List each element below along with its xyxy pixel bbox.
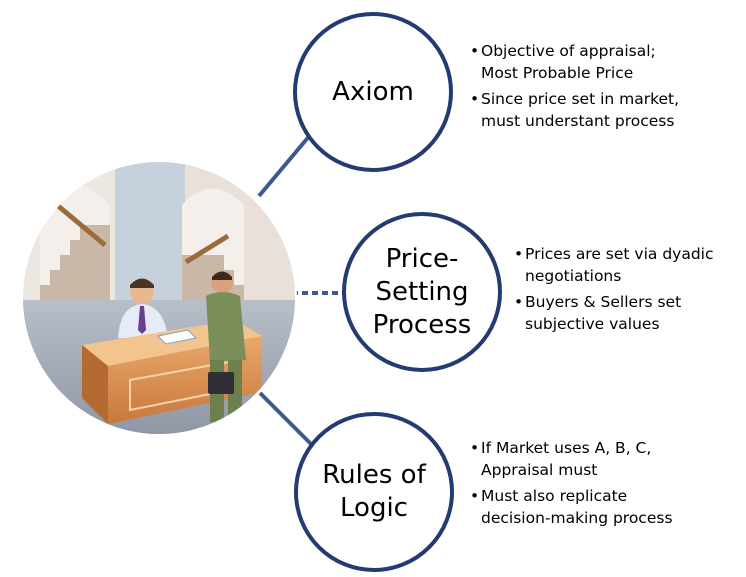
connector-axiom xyxy=(257,132,313,198)
illustration-frame xyxy=(21,160,297,436)
price-setting-process-circle: Price- Setting Process xyxy=(342,212,502,372)
rules-of-logic-bullets: If Market uses A, B, C, Appraisal must M… xyxy=(470,437,740,533)
rules-of-logic-circle: Rules of Logic xyxy=(294,412,454,572)
axiom-circle: Axiom xyxy=(293,12,453,172)
rules-of-logic-bullet-1: If Market uses A, B, C, Appraisal must xyxy=(470,437,740,481)
price-setting-process-label: Price- Setting Process xyxy=(372,243,472,340)
axiom-bullet-1: Objective of appraisal; Most Probable Pr… xyxy=(470,40,720,84)
price-setting-process-bullets: Prices are set via dyadic negotiations B… xyxy=(514,243,739,339)
connector-rules-of-logic xyxy=(258,391,315,448)
price-setting-process-bullet-2: Buyers & Sellers set subjective values xyxy=(514,291,739,335)
business-meeting-illustration xyxy=(22,161,296,435)
price-setting-process-bullet-1: Prices are set via dyadic negotiations xyxy=(514,243,739,287)
axiom-bullets: Objective of appraisal; Most Probable Pr… xyxy=(470,40,720,136)
axiom-label: Axiom xyxy=(332,76,414,107)
rules-of-logic-label: Rules of Logic xyxy=(322,460,426,523)
rules-of-logic-bullet-2: Must also replicate decision-making proc… xyxy=(470,485,740,529)
axiom-bullet-2: Since price set in market, must understa… xyxy=(470,88,720,132)
